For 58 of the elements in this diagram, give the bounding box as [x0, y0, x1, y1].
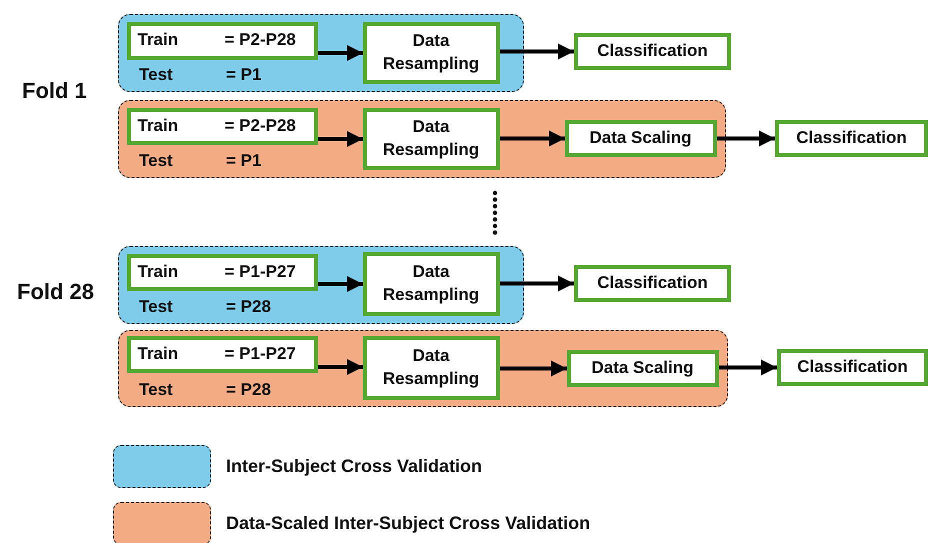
set-value: = P28: [226, 380, 271, 400]
step-label: Data Scaling: [589, 126, 692, 149]
arrow: [318, 359, 363, 375]
process-box: [574, 265, 731, 302]
fold-label: Fold 1: [22, 78, 87, 104]
process-box: [775, 120, 928, 157]
arrow: [318, 276, 363, 292]
step-label: Data Scaling: [591, 356, 694, 379]
set-label: Test: [139, 151, 174, 171]
process-box: [566, 350, 718, 386]
fold-label: Fold 28: [17, 279, 94, 305]
set-value: = P2-P28: [224, 29, 296, 52]
process-box: [574, 33, 731, 70]
fold-group-band: [118, 246, 524, 324]
train-set-box: [126, 108, 318, 144]
arrow: [318, 45, 363, 61]
set-label: Test: [139, 380, 174, 400]
step-label: Data Resampling: [382, 116, 480, 161]
set-value: = P1: [226, 151, 262, 171]
set-value: = P1-P27: [224, 342, 296, 365]
step-label: Classification: [797, 356, 908, 378]
set-label: Train: [138, 29, 180, 52]
process-box: [362, 22, 500, 84]
fold-group-band: [118, 14, 524, 92]
legend-label: Data-Scaled Inter-Subject Cross Validation: [226, 513, 590, 534]
step-label: Data Resampling: [382, 260, 480, 306]
arrow: [318, 131, 363, 147]
step-label: Classification: [597, 272, 708, 294]
arrow: [717, 130, 775, 146]
step-label: Data Resampling: [382, 30, 480, 75]
arrow: [500, 130, 565, 146]
arrow: [500, 360, 567, 376]
train-set-box: [126, 254, 318, 290]
step-label: Data Resampling: [382, 344, 480, 390]
fold-group-band: [118, 100, 726, 178]
arrow: [719, 360, 777, 376]
set-label: Train: [138, 114, 180, 137]
set-label: Test: [139, 65, 174, 85]
set-label: Train: [138, 260, 180, 283]
step-label: Classification: [597, 40, 708, 62]
set-label: Test: [139, 297, 174, 317]
process-box: [777, 349, 928, 386]
step-label: Classification: [796, 127, 907, 150]
arrow: [500, 44, 574, 60]
process-box: [362, 336, 500, 400]
set-value: = P2-P28: [224, 114, 296, 137]
process-box: [564, 120, 716, 156]
set-label: Train: [138, 342, 180, 365]
process-box: [362, 108, 500, 170]
train-set-box: [126, 336, 318, 372]
legend-label: Inter-Subject Cross Validation: [226, 456, 482, 477]
set-value: = P1-P27: [224, 260, 296, 283]
process-box: [362, 252, 500, 316]
train-set-box: [126, 22, 318, 60]
set-value: = P28: [226, 297, 271, 317]
arrow: [500, 276, 574, 292]
fold-group-band: [118, 330, 728, 407]
set-value: = P1: [226, 65, 262, 85]
